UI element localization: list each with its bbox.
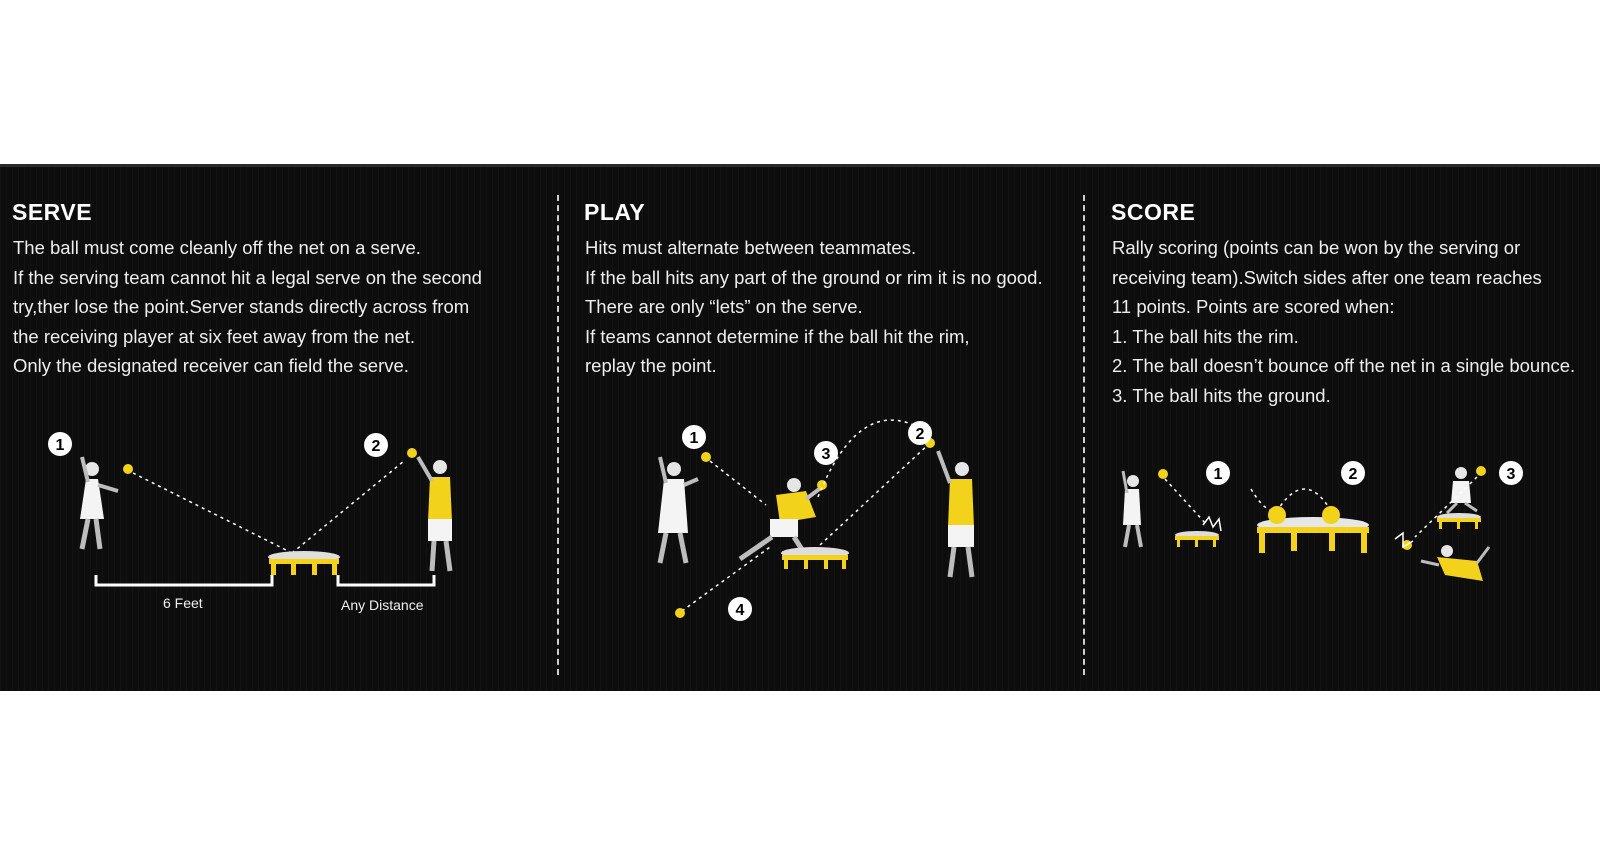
serve-panel: SERVE The ball must come cleanly off the… [0,167,556,691]
play-rule-line: Hits must alternate between teammates. [585,237,917,258]
serve-ball-start [123,464,133,474]
serve-illustration: 1 2 [48,432,453,587]
play-rule-line: If the ball hits any part of the ground … [585,266,1043,288]
score-net-small-2 [1437,513,1481,529]
score-net-small-1 [1175,531,1219,547]
play-rules: Hits must alternate between teammates. I… [585,233,1043,381]
serve-net [268,551,340,575]
serve-ball-end [407,448,417,458]
play-net [781,547,849,569]
svg-text:1: 1 [690,430,699,447]
receiver-player-figure [416,455,453,572]
serve-rule-line: try,ther lose the point.Server stands di… [13,296,470,317]
svg-text:2: 2 [916,426,925,443]
score-rules: Rally scoring (points can be won by the … [1112,233,1575,410]
section-divider [557,195,559,675]
score-net-large [1257,517,1369,553]
server-player-figure [79,456,119,550]
play-marker-4: 4 [728,597,752,621]
serve-rule-line: the receiving player at six feet away fr… [13,325,416,347]
rules-banner: SERVE The ball must come cleanly off the… [0,164,1600,691]
play-marker-3: 3 [814,441,838,465]
play-rule-line: If teams cannot determine if the ball hi… [585,325,970,347]
score-jumping-player-figure [1445,467,1478,515]
serve-rule-line: If the serving team cannot hit a legal s… [13,266,482,288]
score-heading: SCORE [1111,199,1196,225]
play-player-1-figure [657,456,699,564]
score-illustration: 1 2 3 [1121,461,1523,581]
play-panel: PLAY Hits must alternate between teammat… [558,167,1083,691]
play-marker-2: 2 [908,421,932,445]
score-rule-line: 3. The ball hits the ground. [1112,384,1331,406]
svg-text:2: 2 [372,438,381,455]
svg-text:3: 3 [822,446,831,463]
score-diving-player-figure [1420,545,1491,581]
serve-marker-2: 2 [364,433,388,457]
score-panel: SCORE Rally scoring (points can be won b… [1085,167,1600,691]
score-marker-1: 1 [1206,461,1230,485]
any-distance-caption: Any Distance [341,597,424,613]
serve-rules: The ball must come cleanly off the net o… [13,233,482,381]
six-feet-caption: 6 Feet [163,595,203,611]
score-rule-line: 2. The ball doesn’t bounce off the net i… [1112,355,1576,376]
play-rule-line: There are only “lets” on the serve. [585,296,863,317]
score-rule-line: Rally scoring (points can be won by the … [1112,237,1521,258]
svg-text:2: 2 [1349,466,1358,483]
svg-text:1: 1 [1214,466,1223,483]
score-marker-3: 3 [1499,461,1523,485]
play-rule-line: replay the point. [585,355,717,376]
serve-marker-1: 1 [48,432,72,456]
serve-rule-line: The ball must come cleanly off the net o… [13,237,421,258]
score-rule-line: 1. The ball hits the rim. [1112,325,1299,347]
score-rule-line: 11 points. Points are scored when: [1112,296,1395,317]
section-divider [1083,195,1085,675]
play-illustration: 1 2 3 4 [657,419,975,621]
play-player-2-figure [936,450,975,578]
play-player-3-figure [738,478,824,562]
play-heading: PLAY [584,199,646,225]
play-marker-1: 1 [682,425,706,449]
svg-text:1: 1 [56,437,65,454]
score-marker-2: 2 [1341,461,1365,485]
score-rule-line: receiving team).Switch sides after one t… [1112,266,1542,288]
svg-text:4: 4 [736,602,745,619]
score-player-figure [1121,470,1143,548]
serve-rule-line: Only the designated receiver can field t… [13,355,409,376]
svg-text:3: 3 [1507,466,1516,483]
serve-heading: SERVE [12,199,93,225]
